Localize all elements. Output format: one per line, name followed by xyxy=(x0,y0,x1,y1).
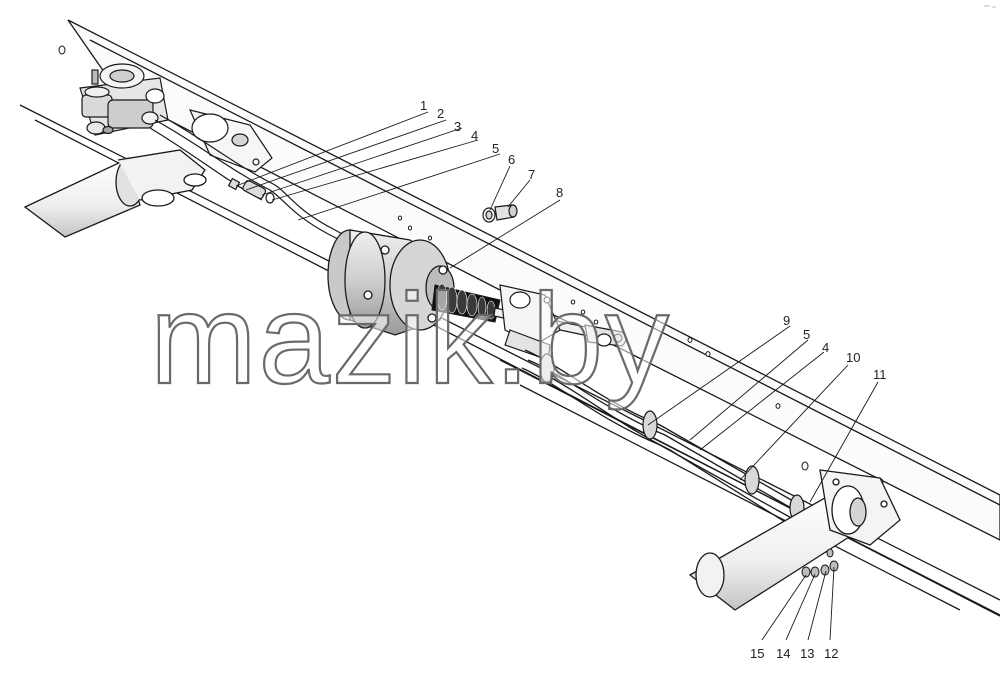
callout-2: 2 xyxy=(437,106,444,121)
callout-10: 10 xyxy=(846,350,860,365)
callout-15: 15 xyxy=(750,646,764,661)
callout-labels: 1 2 3 4 5 6 7 8 9 5 4 10 11 12 13 14 15 xyxy=(420,98,887,661)
callout-12: 12 xyxy=(824,646,838,661)
middle-bracket xyxy=(499,284,561,361)
watermark-text: mazik.by xyxy=(150,268,671,411)
line-fittings xyxy=(227,177,275,204)
right-axle-tube xyxy=(688,469,901,611)
callout-7: 7 xyxy=(528,167,535,182)
bellows-boot xyxy=(431,283,501,323)
callout-5b: 5 xyxy=(803,327,810,342)
bolt-washer xyxy=(482,204,518,223)
callout-11: 11 xyxy=(873,367,887,382)
callout-3: 3 xyxy=(454,119,461,134)
callout-14: 14 xyxy=(776,646,790,661)
hose-clamps xyxy=(539,353,805,522)
callout-4b: 4 xyxy=(822,340,829,355)
callout-5: 5 xyxy=(492,141,499,156)
callout-1: 1 xyxy=(420,98,427,113)
callout-13: 13 xyxy=(800,646,814,661)
corner-mark xyxy=(984,5,996,8)
callout-6: 6 xyxy=(508,152,515,167)
left-bracket xyxy=(188,109,273,173)
callout-8: 8 xyxy=(556,185,563,200)
leader-lines xyxy=(235,111,879,641)
left-axle-tube xyxy=(23,149,207,238)
callout-4: 4 xyxy=(471,128,478,143)
callout-9: 9 xyxy=(783,313,790,328)
control-valve xyxy=(79,63,169,136)
